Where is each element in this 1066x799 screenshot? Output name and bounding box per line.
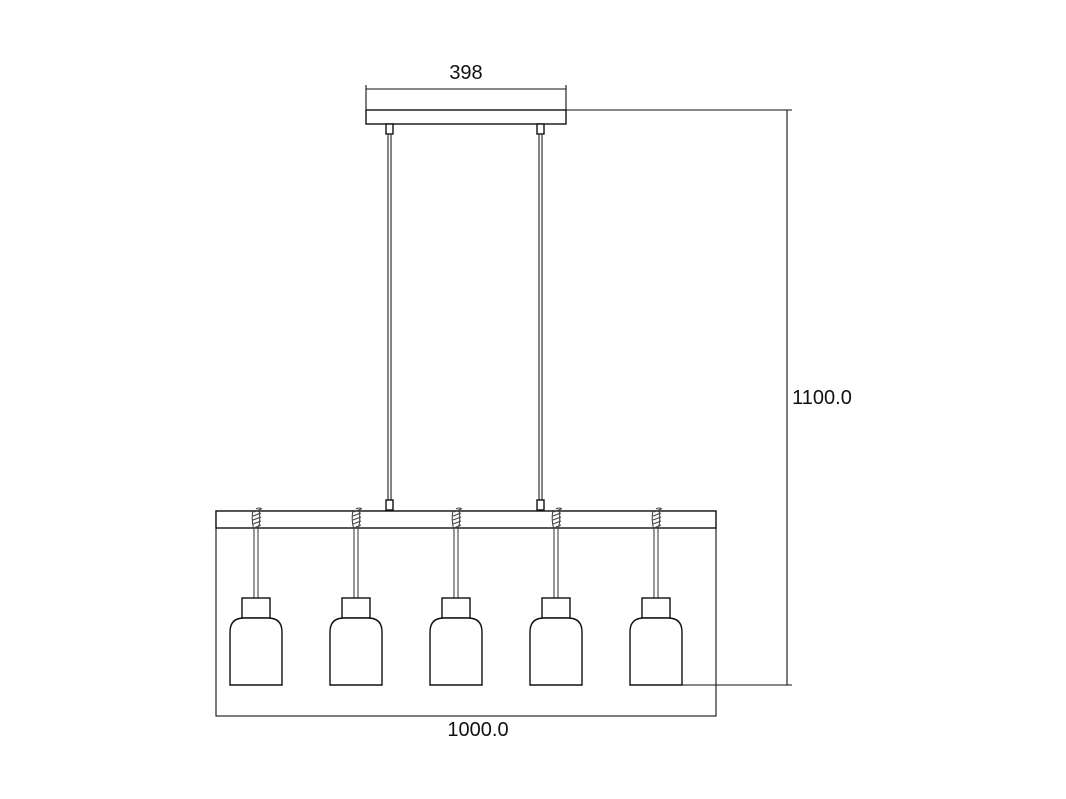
pendant-1 — [229, 507, 283, 686]
glass-shade — [229, 617, 283, 686]
pendant-4 — [529, 507, 583, 686]
lamp-holder — [441, 597, 471, 619]
canopy-width-dimension: 398 — [365, 62, 567, 110]
lamp-holder — [541, 597, 571, 619]
pendant-2 — [329, 507, 383, 686]
lamp-holder — [641, 597, 671, 619]
pendant-5 — [629, 507, 683, 686]
pendant-3 — [429, 507, 483, 686]
glass-shade — [529, 617, 583, 686]
wire-clamp-bottom-left — [385, 499, 394, 511]
glass-shade — [429, 617, 483, 686]
overall-height-dimension: 1100.0 — [566, 109, 852, 686]
glass-shade — [329, 617, 383, 686]
overall-height-label: 1100.0 — [792, 387, 852, 409]
pendants-group — [229, 507, 683, 686]
lamp-holder — [241, 597, 271, 619]
suspension-wires — [385, 123, 545, 511]
ceiling-canopy — [365, 109, 567, 125]
rope-wrap — [252, 507, 263, 529]
lamp-holder — [341, 597, 371, 619]
canopy-width-label: 398 — [449, 62, 482, 84]
rope-wrap — [652, 507, 663, 529]
overall-width-label: 1000.0 — [447, 719, 508, 741]
horizontal-bar — [215, 510, 717, 529]
wire-clamp-top-left — [385, 123, 394, 135]
glass-shade — [629, 617, 683, 686]
rope-wrap — [352, 507, 363, 529]
rope-wrap — [452, 507, 463, 529]
wire-clamp-bottom-right — [536, 499, 545, 511]
rope-wrap — [552, 507, 563, 529]
wire-clamp-top-right — [536, 123, 545, 135]
